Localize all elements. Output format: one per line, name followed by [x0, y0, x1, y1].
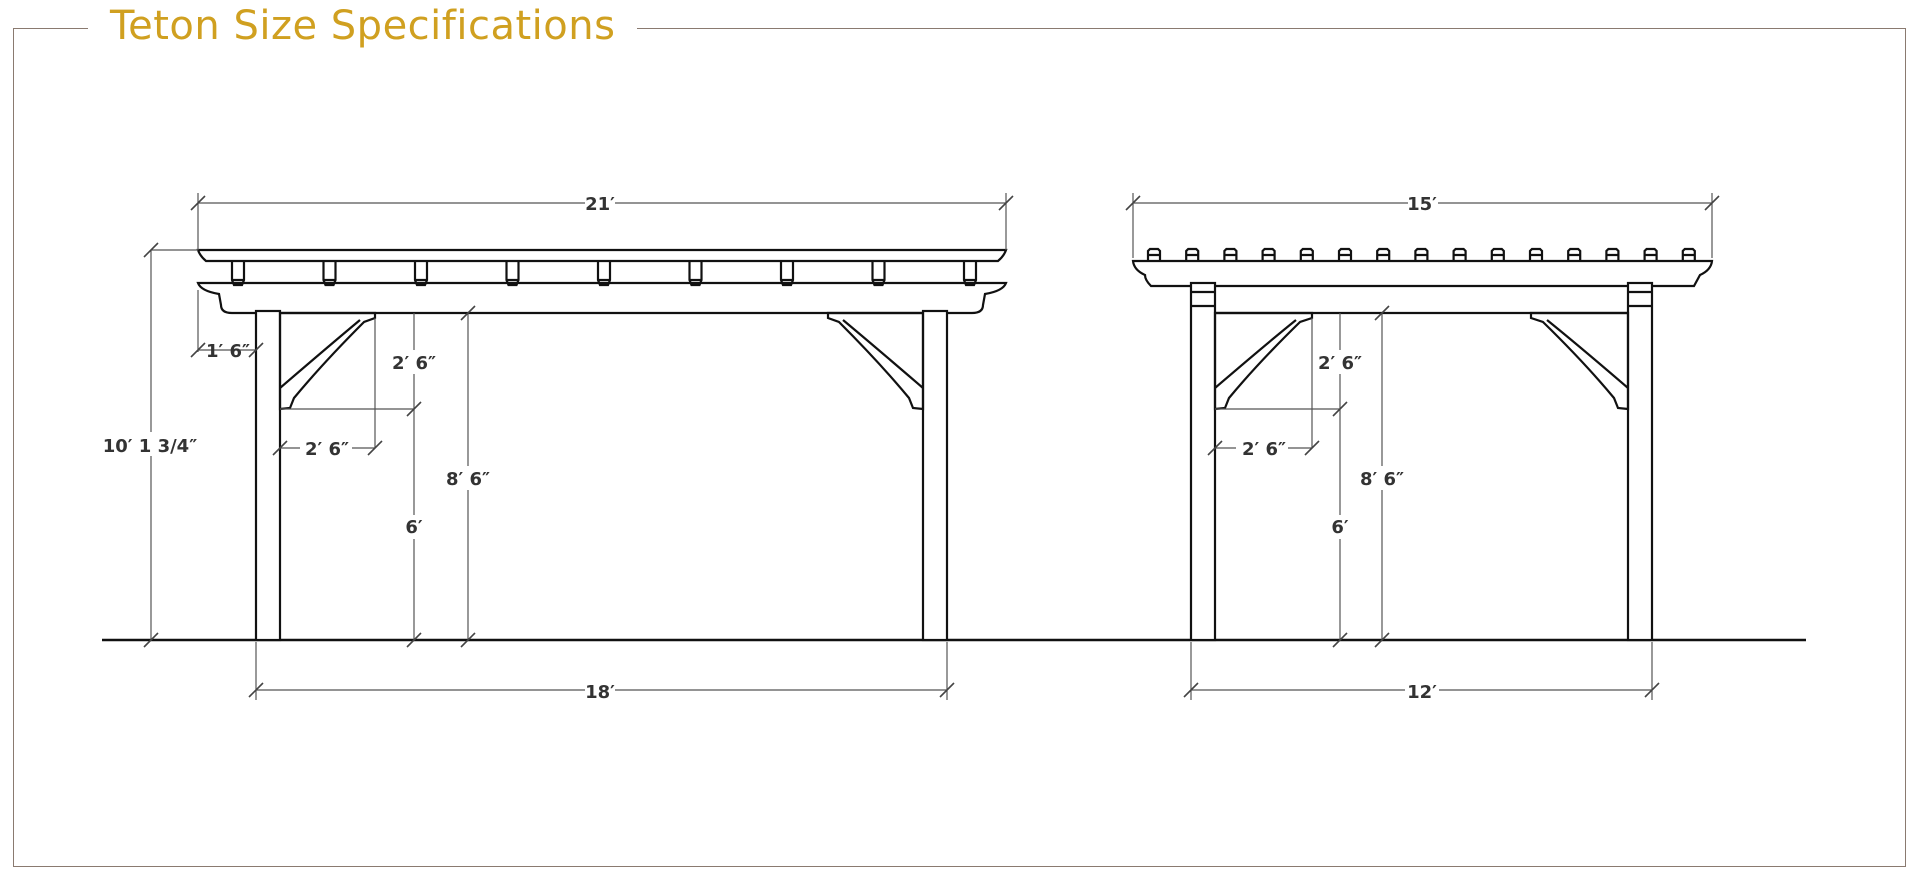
front-overall-height-label: 10′ 1 3/4″ [103, 436, 198, 457]
front-right-post [921, 309, 949, 642]
dimension-tick [1374, 305, 1390, 321]
dimension-tick [406, 632, 422, 648]
side-rafter-end [1299, 247, 1314, 261]
dimension-tick [1125, 195, 1141, 211]
side-left-bracket [1213, 311, 1314, 411]
side-rafter-end [1337, 247, 1353, 261]
dimension-tick [272, 440, 288, 456]
side-bracket-height-label: 2′ 6″ [1318, 353, 1362, 374]
side-rafter-end [1605, 247, 1620, 261]
side-rafter-end [1223, 247, 1238, 261]
diagram-frame [13, 28, 1906, 867]
side-rafter-end [1452, 247, 1467, 261]
side-rafter-end [1376, 247, 1391, 261]
front-purlin-block [505, 262, 520, 287]
side-right-bracket [1529, 311, 1630, 411]
side-rafter-end [1261, 247, 1276, 261]
dimension-tick [1644, 682, 1660, 698]
dimension-tick [1183, 682, 1199, 698]
front-purlin-block [962, 262, 978, 287]
page-title: Teton Size Specifications [88, 0, 638, 52]
side-clear-height-label: 8′ 6″ [1360, 469, 1404, 490]
dimension-tick [1332, 401, 1348, 417]
front-purlin-block [688, 262, 703, 287]
side-rafter-end [1528, 247, 1544, 261]
side-rafter-end [1490, 247, 1505, 261]
dimension-tick [1704, 195, 1720, 211]
side-left-post [1189, 281, 1217, 642]
dimension-tick [998, 195, 1014, 211]
dimension-tick [190, 342, 206, 358]
dimension-tick [367, 440, 383, 456]
dimension-labels: 21′ 18′ 10′ 1 3/4″ 1′ 6″ 2′ 6″ 2′ 6″ 6′ … [103, 192, 1439, 703]
side-bracket-width-label: 2′ 6″ [1242, 439, 1286, 460]
dimension-tick [1332, 632, 1348, 648]
front-purlin-block [413, 262, 429, 287]
dimension-tick [460, 305, 476, 321]
dimension-tick [460, 632, 476, 648]
dimension-tick [248, 342, 264, 358]
front-post-span-label: 18′ [585, 682, 615, 703]
dimension-tick [143, 632, 159, 648]
side-rafter-end [1567, 247, 1582, 261]
front-clear-height-label: 8′ 6″ [446, 469, 490, 490]
front-overall-width-label: 21′ [585, 194, 615, 215]
front-left-post [254, 309, 282, 642]
front-left-bracket [278, 311, 377, 411]
side-rafter-end [1185, 247, 1200, 261]
front-purlin-block [779, 262, 795, 287]
side-rafter-end [1643, 247, 1658, 261]
front-purlins [230, 262, 978, 287]
dimension-tick [143, 242, 159, 258]
dimension-tick [939, 682, 955, 698]
front-clear-below-bracket-label: 6′ [405, 517, 423, 538]
side-beam [1131, 259, 1714, 288]
front-view [196, 248, 1008, 642]
front-overhang-label: 1′ 6″ [206, 341, 250, 362]
front-bracket-width-label: 2′ 6″ [305, 439, 349, 460]
front-beam [196, 281, 1008, 315]
side-rafter-ends [1146, 247, 1696, 261]
side-right-post [1626, 281, 1654, 642]
front-top-board [196, 248, 1008, 263]
dimension-tick [1207, 440, 1223, 456]
side-rafter-end [1681, 247, 1696, 261]
dimension-tick [1304, 440, 1320, 456]
dimension-tick [406, 401, 422, 417]
front-purlin-block [596, 262, 612, 287]
dimension-ticks [143, 195, 1720, 698]
dimension-tick [190, 195, 206, 211]
front-purlin-block [322, 262, 337, 287]
side-rafter-end [1146, 247, 1162, 261]
side-overall-width-label: 15′ [1407, 194, 1437, 215]
dimension-tick [1374, 632, 1390, 648]
front-right-bracket [826, 311, 925, 411]
side-clear-below-bracket-label: 6′ [1331, 517, 1349, 538]
dimension-tick [248, 682, 264, 698]
side-rafter-end [1414, 247, 1429, 261]
front-purlin-block [871, 262, 886, 287]
side-view [1131, 247, 1714, 642]
front-bracket-height-label: 2′ 6″ [392, 353, 436, 374]
front-purlin-block [230, 262, 246, 287]
side-post-span-label: 12′ [1407, 682, 1437, 703]
